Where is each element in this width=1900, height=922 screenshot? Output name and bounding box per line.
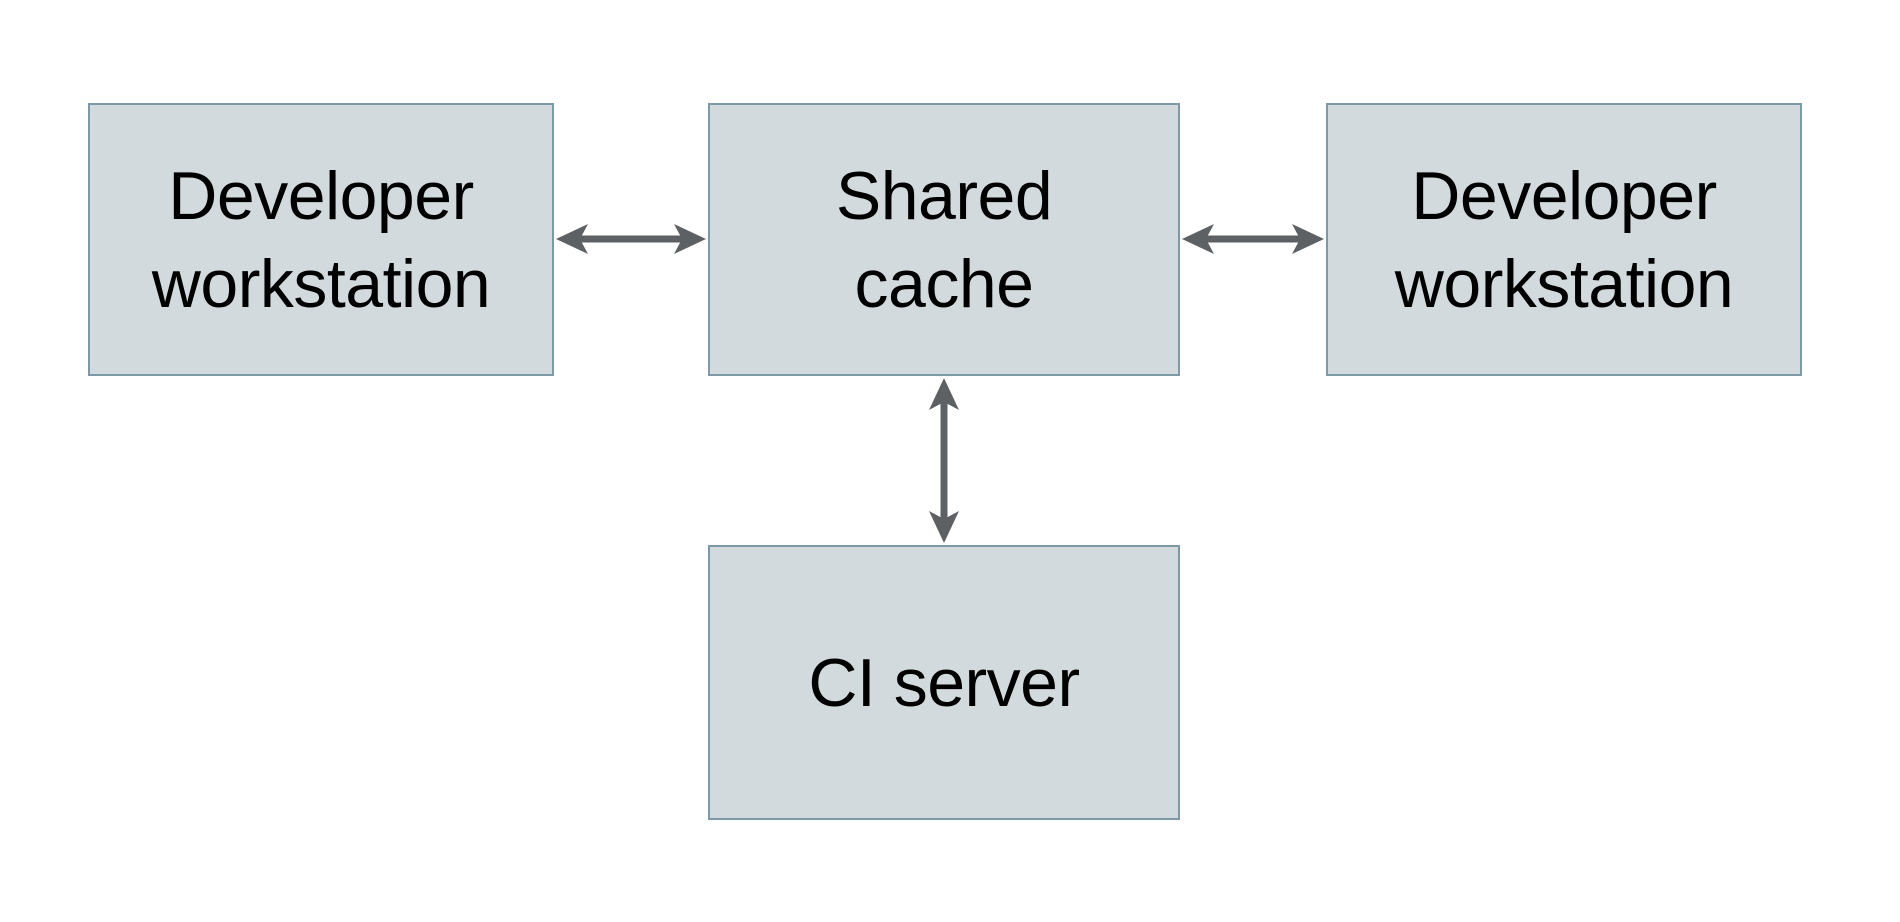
node-shared-cache: Shared cache xyxy=(708,103,1180,376)
node-label-line: CI server xyxy=(808,644,1080,721)
node-label-line: Shared xyxy=(835,157,1053,234)
node-ci-server: CI server xyxy=(708,545,1180,820)
node-developer-workstation-right: Developer workstation xyxy=(1326,103,1802,376)
bidirectional-arrow-left-workstation-shared-cache xyxy=(556,224,706,254)
node-developer-workstation-left: Developer workstation xyxy=(88,103,554,376)
node-label-line: Developer xyxy=(168,157,474,234)
node-label-line: cache xyxy=(854,245,1034,322)
node-label-line: Developer xyxy=(1411,157,1717,234)
node-label-line: workstation xyxy=(1394,245,1734,322)
bidirectional-arrow-shared-cache-right-workstation xyxy=(1182,224,1324,254)
node-label-line: workstation xyxy=(151,245,491,322)
bidirectional-arrow-shared-cache-ci-server xyxy=(929,378,959,543)
